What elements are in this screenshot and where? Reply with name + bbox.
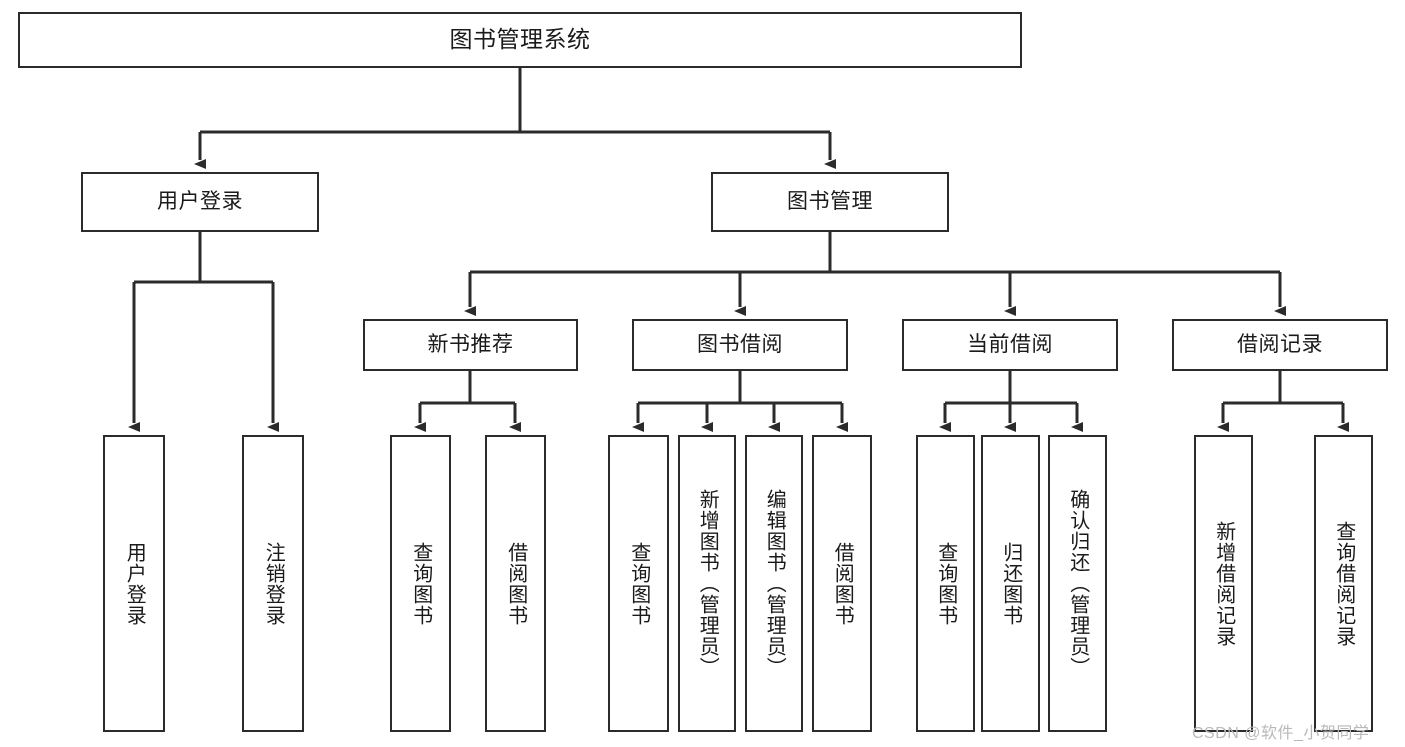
node-leaf-edit-book-admin-label: 编辑图书（管理员） [763, 489, 786, 678]
node-leaf-query-book-bor-label: 查询图书 [627, 541, 650, 626]
node-leaf-user-logout[interactable]: 注销登录 [242, 435, 304, 732]
node-leaf-borrow-book-bor[interactable]: 借阅图书 [812, 435, 872, 732]
node-leaf-borrow-book-bor-label: 借阅图书 [831, 541, 854, 626]
node-leaf-confirm-return-admin-label: 确认归还（管理员） [1066, 489, 1089, 678]
node-book-borrow-label: 图书借阅 [697, 333, 783, 357]
node-leaf-add-borrow-record-label: 新增借阅记录 [1212, 520, 1235, 647]
node-root-label: 图书管理系统 [449, 26, 591, 53]
node-new-book-recommend[interactable]: 新书推荐 [363, 319, 578, 371]
node-leaf-add-borrow-record[interactable]: 新增借阅记录 [1194, 435, 1253, 732]
node-leaf-borrow-book-rec[interactable]: 借阅图书 [485, 435, 546, 732]
node-borrow-records-label: 借阅记录 [1237, 333, 1323, 357]
node-current-borrow-label: 当前借阅 [967, 333, 1053, 357]
node-new-book-recommend-label: 新书推荐 [427, 333, 514, 357]
node-leaf-query-book-rec[interactable]: 查询图书 [390, 435, 451, 732]
node-leaf-user-login[interactable]: 用户登录 [103, 435, 165, 732]
node-leaf-confirm-return-admin[interactable]: 确认归还（管理员） [1048, 435, 1107, 732]
node-leaf-query-book-bor[interactable]: 查询图书 [608, 435, 669, 732]
node-book-manage[interactable]: 图书管理 [711, 172, 949, 232]
node-leaf-edit-book-admin[interactable]: 编辑图书（管理员） [745, 435, 803, 732]
node-leaf-borrow-book-rec-label: 借阅图书 [504, 541, 527, 626]
node-book-borrow[interactable]: 图书借阅 [632, 319, 848, 371]
node-user-login[interactable]: 用户登录 [81, 172, 319, 232]
node-leaf-query-borrow-record[interactable]: 查询借阅记录 [1314, 435, 1373, 732]
node-leaf-query-book-rec-label: 查询图书 [409, 541, 432, 626]
node-leaf-query-book-cur-label: 查询图书 [934, 541, 957, 626]
node-leaf-user-logout-label: 注销登录 [262, 541, 285, 626]
node-leaf-query-book-cur[interactable]: 查询图书 [916, 435, 975, 732]
node-leaf-add-book-admin-label: 新增图书（管理员） [696, 489, 719, 678]
node-leaf-query-borrow-record-label: 查询借阅记录 [1332, 520, 1355, 647]
node-current-borrow[interactable]: 当前借阅 [902, 319, 1118, 371]
node-borrow-records[interactable]: 借阅记录 [1172, 319, 1388, 371]
node-leaf-add-book-admin[interactable]: 新增图书（管理员） [678, 435, 736, 732]
node-user-login-label: 用户登录 [157, 190, 243, 214]
node-leaf-user-login-label: 用户登录 [123, 541, 146, 626]
node-book-manage-label: 图书管理 [787, 190, 873, 214]
csdn-watermark: CSDN @软件_小贺同学 [1192, 725, 1370, 742]
node-leaf-return-book[interactable]: 归还图书 [981, 435, 1040, 732]
node-leaf-return-book-label: 归还图书 [999, 541, 1022, 626]
node-root[interactable]: 图书管理系统 [18, 12, 1022, 68]
